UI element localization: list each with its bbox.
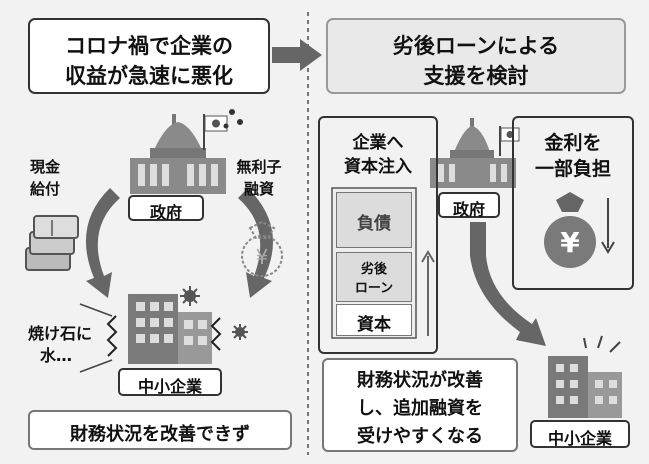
virus-icon	[180, 286, 200, 306]
capital-injection-box: 企業へ 資本注入	[318, 116, 438, 354]
note-line1: 焼け石に	[28, 324, 93, 343]
yen-symbol: ¥	[560, 226, 580, 259]
interest-line1: 金利を	[544, 132, 602, 154]
cash-stack-icon	[25, 215, 79, 271]
shock-lines-icon	[210, 317, 222, 351]
interest-line2: 一部負担	[534, 158, 611, 180]
sme-building-icon	[128, 294, 212, 364]
loan-arrow-icon	[238, 188, 273, 298]
government-label-right: 政府	[438, 192, 500, 219]
money-bag-icon: ¥	[241, 220, 283, 277]
right-header-box: 劣後ローンによる 支援を検討	[326, 18, 626, 94]
support-arrow-icon	[470, 222, 546, 346]
subordinated-loan-block: 劣後 ローン	[336, 252, 412, 302]
sweat-drops-icon	[223, 109, 243, 129]
sparkle-lines-icon	[583, 335, 621, 353]
government-label-left: 政府	[128, 195, 204, 222]
left-header-line1: コロナ禍で企業の	[65, 34, 233, 58]
government-building-icon	[130, 114, 226, 194]
government-building-icon	[430, 118, 516, 188]
sme-label-left: 中小企業	[118, 368, 222, 396]
header-arrow-icon	[272, 39, 322, 71]
virus-icon	[232, 324, 248, 340]
interest-burden-box: 金利を 一部負担	[512, 116, 634, 290]
japan-flag-icon	[203, 114, 228, 150]
left-footer-box: 財務状況を改善できず	[28, 410, 292, 450]
right-header-line1: 劣後ローンによる	[392, 34, 560, 58]
note-line2: 水…	[40, 346, 73, 365]
cash-arrow-icon	[85, 188, 120, 298]
sme-building-icon	[548, 356, 622, 418]
speech-line	[79, 303, 113, 317]
liability-block: 負債	[336, 192, 412, 248]
cash-label-line2: 給付	[30, 180, 61, 198]
cash-label-line1: 現金	[30, 158, 61, 176]
svg-text:¥: ¥	[256, 245, 269, 269]
loan-label-line1: 無利子	[236, 158, 282, 176]
capital-block: 資本	[336, 304, 412, 336]
japan-flag-icon	[499, 126, 520, 156]
speech-line	[79, 359, 113, 373]
right-header-line2: 支援を検討	[423, 64, 529, 88]
right-footer-box: 財務状況が改善 し、追加融資を 受けやすくなる	[322, 358, 518, 452]
shock-lines-icon	[106, 315, 118, 357]
left-header-box: コロナ禍で企業の 収益が急速に悪化	[28, 18, 270, 94]
injection-line2: 資本注入	[344, 157, 412, 177]
sme-label-right: 中小企業	[530, 420, 630, 448]
left-header-line2: 収益が急速に悪化	[65, 64, 233, 88]
loan-label-line2: 融資	[243, 180, 274, 198]
money-bag-icon	[544, 192, 596, 268]
injection-line1: 企業へ	[352, 133, 404, 153]
